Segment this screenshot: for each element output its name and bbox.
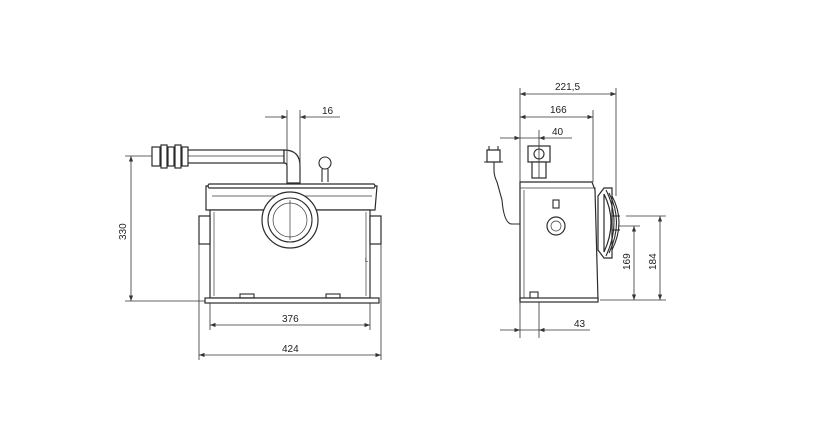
dimension-166-label: 166	[550, 105, 567, 116]
front-view: L 16 330 376 424	[118, 106, 382, 360]
dimension-424-label: 424	[282, 344, 299, 355]
lifting-eye	[318, 156, 332, 182]
dimension-184: 184	[626, 215, 666, 301]
dimension-330-label: 330	[118, 223, 129, 240]
dimension-184-label: 184	[648, 253, 659, 270]
dimension-40: 40	[500, 127, 572, 141]
dimension-166: 166	[520, 105, 594, 182]
pump-body-front: L	[198, 183, 382, 304]
pump-body-side	[519, 181, 599, 303]
side-view: 221,5 166 40 169 184	[484, 82, 666, 338]
dimension-169-label: 169	[622, 253, 633, 270]
side-outlet	[527, 130, 551, 179]
dimension-16: 16	[265, 106, 340, 183]
dimension-376: 376	[209, 303, 371, 330]
dimension-40-label: 40	[552, 127, 564, 138]
discharge-pipe	[151, 144, 301, 184]
power-cord	[484, 146, 520, 225]
svg-text:L: L	[365, 258, 369, 264]
dimension-424: 424	[198, 244, 382, 360]
dimension-169: 169	[600, 225, 640, 301]
rear-connector	[597, 187, 620, 259]
dimension-221-5: 221,5	[519, 82, 617, 196]
dimension-221-5-label: 221,5	[555, 82, 580, 93]
dimension-16-label: 16	[322, 106, 334, 117]
dimension-43: 43	[500, 302, 590, 338]
dimension-376-label: 376	[282, 314, 299, 325]
dimension-330: 330	[118, 155, 205, 302]
dimension-43-label: 43	[574, 319, 586, 330]
